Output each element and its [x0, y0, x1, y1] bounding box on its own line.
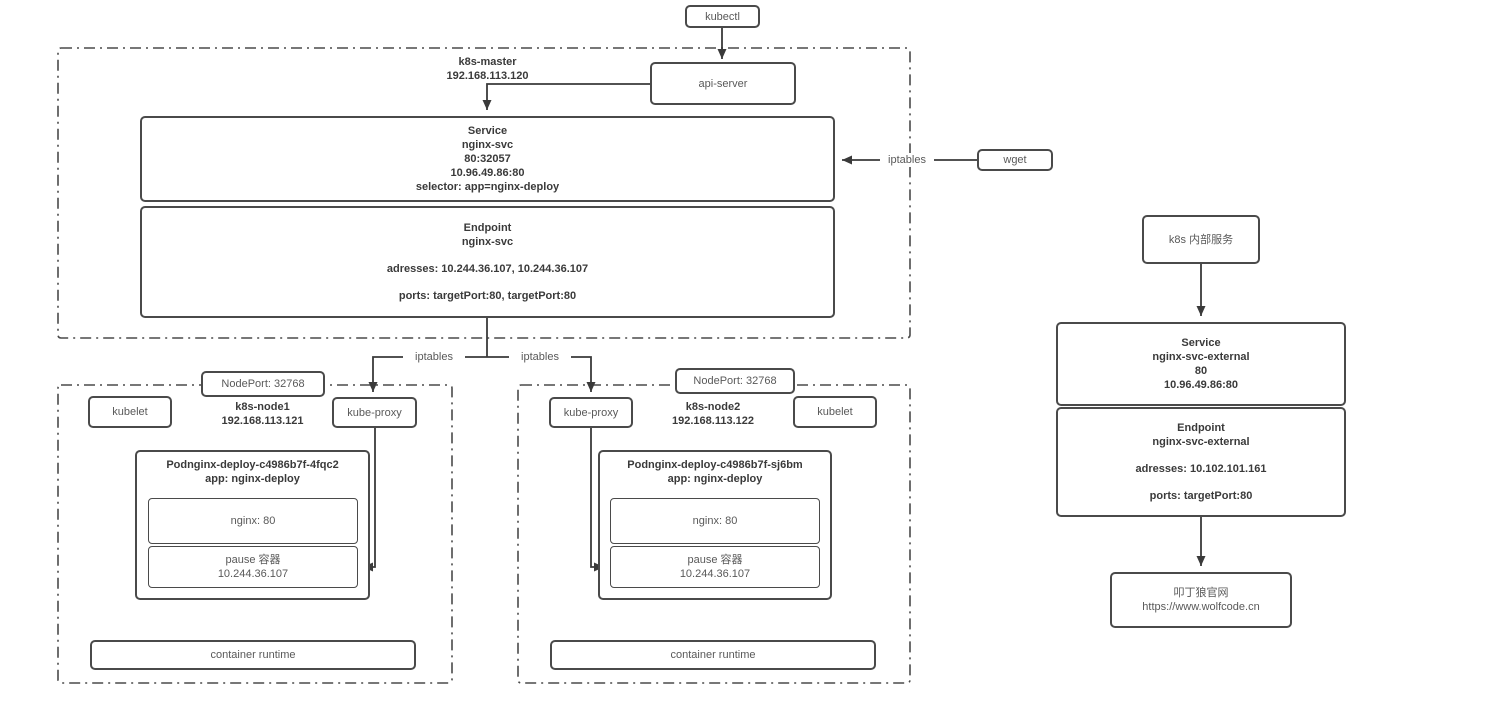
master-name: k8s-master: [458, 56, 517, 68]
kubelet-label: kubelet: [112, 406, 148, 418]
service-ext-line: Service: [1181, 337, 1221, 349]
endpoint-line: nginx-svc: [461, 236, 514, 248]
endpoint-line: Endpoint: [463, 222, 512, 234]
service-ext-line: 80: [1194, 365, 1208, 377]
iptables-label-wget: iptables: [880, 153, 934, 167]
kubelet-box-node2: kubelet: [793, 396, 877, 428]
pause-container-box-node2: pause 容器 10.244.36.107: [610, 546, 820, 588]
pause-container-box-node1: pause 容器 10.244.36.107: [148, 546, 358, 588]
pod2-app-label: app: nginx-deploy: [667, 473, 763, 485]
pause-label: pause 容器: [687, 554, 743, 566]
kubelet-label: kubelet: [817, 406, 853, 418]
master-dashed-border: [57, 47, 911, 339]
nginx-label: nginx: 80: [692, 515, 738, 527]
node2-ip: 192.168.113.122: [672, 415, 754, 427]
website-box: 叩丁狼官网 https://www.wolfcode.cn: [1110, 572, 1292, 628]
nodeport-label: NodePort: 32768: [693, 375, 777, 387]
container-runtime-box-node2: container runtime: [550, 640, 876, 670]
pod2-title: Podnginx-deploy-c4986b7f-sj6bm: [627, 459, 803, 471]
website-url: https://www.wolfcode.cn: [1142, 601, 1260, 613]
internal-service-label: k8s 内部服务: [1168, 233, 1234, 246]
endpoint-ext-line: Endpoint: [1177, 422, 1225, 434]
kubectl-label: kubectl: [705, 10, 740, 23]
endpoint-ext-line: adresses: 10.102.101.161: [1135, 463, 1267, 475]
service-box: Service nginx-svc 80:32057 10.96.49.86:8…: [140, 116, 835, 202]
node1-name: k8s-node1: [235, 401, 290, 413]
pod1-title: Podnginx-deploy-c4986b7f-4fqc2: [166, 459, 339, 471]
service-line: nginx-svc: [461, 139, 514, 151]
wget-box: wget: [977, 149, 1053, 171]
nodeport-label: NodePort: 32768: [221, 378, 305, 390]
node1-ip: 192.168.113.121: [221, 415, 304, 427]
endpoint-ext-line: ports: targetPort:80: [1149, 490, 1253, 502]
apiserver-to-service-arrow: [482, 83, 650, 110]
nodeport-box-node2: NodePort: 32768: [675, 368, 795, 394]
service-ext-line: 10.96.49.86:80: [1163, 379, 1238, 391]
kube-proxy-label: kube-proxy: [563, 406, 619, 419]
iptables-label-node1: iptables: [403, 350, 465, 364]
service-line: selector: app=nginx-deploy: [415, 181, 560, 193]
nginx-label: nginx: 80: [230, 515, 276, 527]
pause-ip: 10.244.36.107: [679, 568, 751, 580]
endpoint-ext-line: nginx-svc-external: [1152, 436, 1250, 448]
node1-title: k8s-node1 192.168.113.121: [190, 399, 335, 429]
kube-proxy-box-node1: kube-proxy: [332, 397, 417, 428]
nginx-container-box-node2: nginx: 80: [610, 498, 820, 544]
service-line: 10.96.49.86:80: [450, 167, 525, 179]
node2-name: k8s-node2: [685, 401, 741, 413]
kube-proxy-box-node2: kube-proxy: [549, 397, 633, 428]
master-title: k8s-master 192.168.113.120: [400, 54, 575, 84]
service-line: 80:32057: [464, 153, 511, 165]
iptables-label-node2: iptables: [509, 350, 571, 364]
endpoint-box: Endpoint nginx-svc adresses: 10.244.36.1…: [140, 206, 835, 318]
nodeport-box-node1: NodePort: 32768: [201, 371, 325, 397]
kubectl-box: kubectl: [685, 5, 760, 28]
endpoint-external-box: Endpoint nginx-svc-external adresses: 10…: [1056, 407, 1346, 517]
master-ip: 192.168.113.120: [446, 70, 529, 82]
wget-label: wget: [1003, 154, 1027, 166]
pod1-app-label: app: nginx-deploy: [205, 473, 300, 485]
kubelet-box-node1: kubelet: [88, 396, 172, 428]
endpoint-line: adresses: 10.244.36.107, 10.244.36.107: [386, 263, 589, 275]
nginx-container-box-node1: nginx: 80: [148, 498, 358, 544]
container-runtime-label: container runtime: [670, 649, 756, 661]
website-name: 叩丁狼官网: [1173, 587, 1229, 599]
container-runtime-label: container runtime: [210, 649, 296, 661]
service-line: Service: [467, 125, 508, 137]
pause-label: pause 容器: [225, 554, 281, 566]
internal-service-box: k8s 内部服务: [1142, 215, 1260, 264]
kube-proxy-label: kube-proxy: [347, 406, 402, 419]
node2-title: k8s-node2 192.168.113.122: [640, 399, 786, 429]
service-ext-line: nginx-svc-external: [1152, 351, 1250, 363]
pause-ip: 10.244.36.107: [217, 568, 289, 580]
service-external-box: Service nginx-svc-external 80 10.96.49.8…: [1056, 322, 1346, 406]
api-server-box: api-server: [650, 62, 796, 105]
endpoint-line: ports: targetPort:80, targetPort:80: [398, 290, 577, 302]
api-server-label: api-server: [698, 77, 748, 90]
container-runtime-box-node1: container runtime: [90, 640, 416, 670]
